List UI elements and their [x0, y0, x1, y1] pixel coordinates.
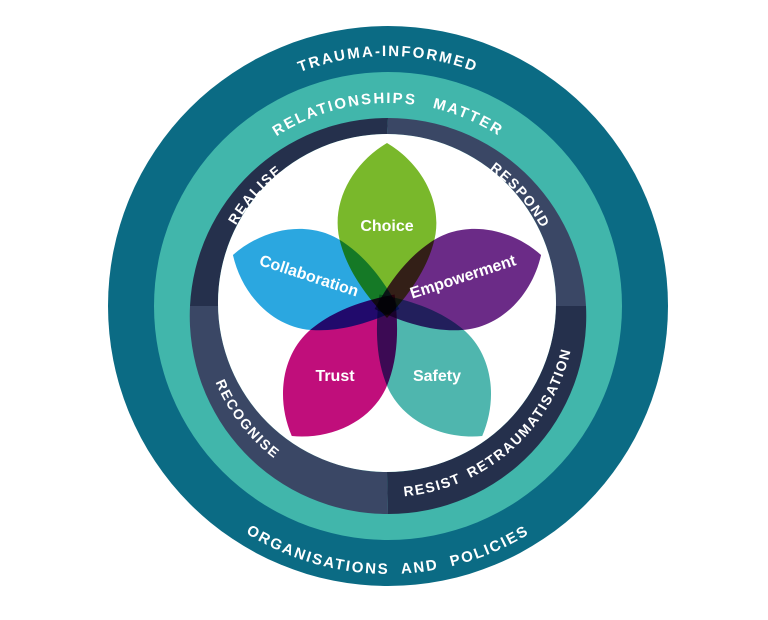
inner-ring-quadrant-recognise: [189, 306, 388, 515]
inner-ring-quadrant-resist: [387, 306, 587, 515]
petal-label-safety: Safety: [413, 368, 461, 385]
petal-label-choice: Choice: [360, 218, 413, 235]
inner-ring-quadrant-realise: [190, 117, 388, 307]
inner-ring-quadrant-respond: [387, 117, 586, 306]
petal-label-trust: Trust: [315, 368, 355, 385]
